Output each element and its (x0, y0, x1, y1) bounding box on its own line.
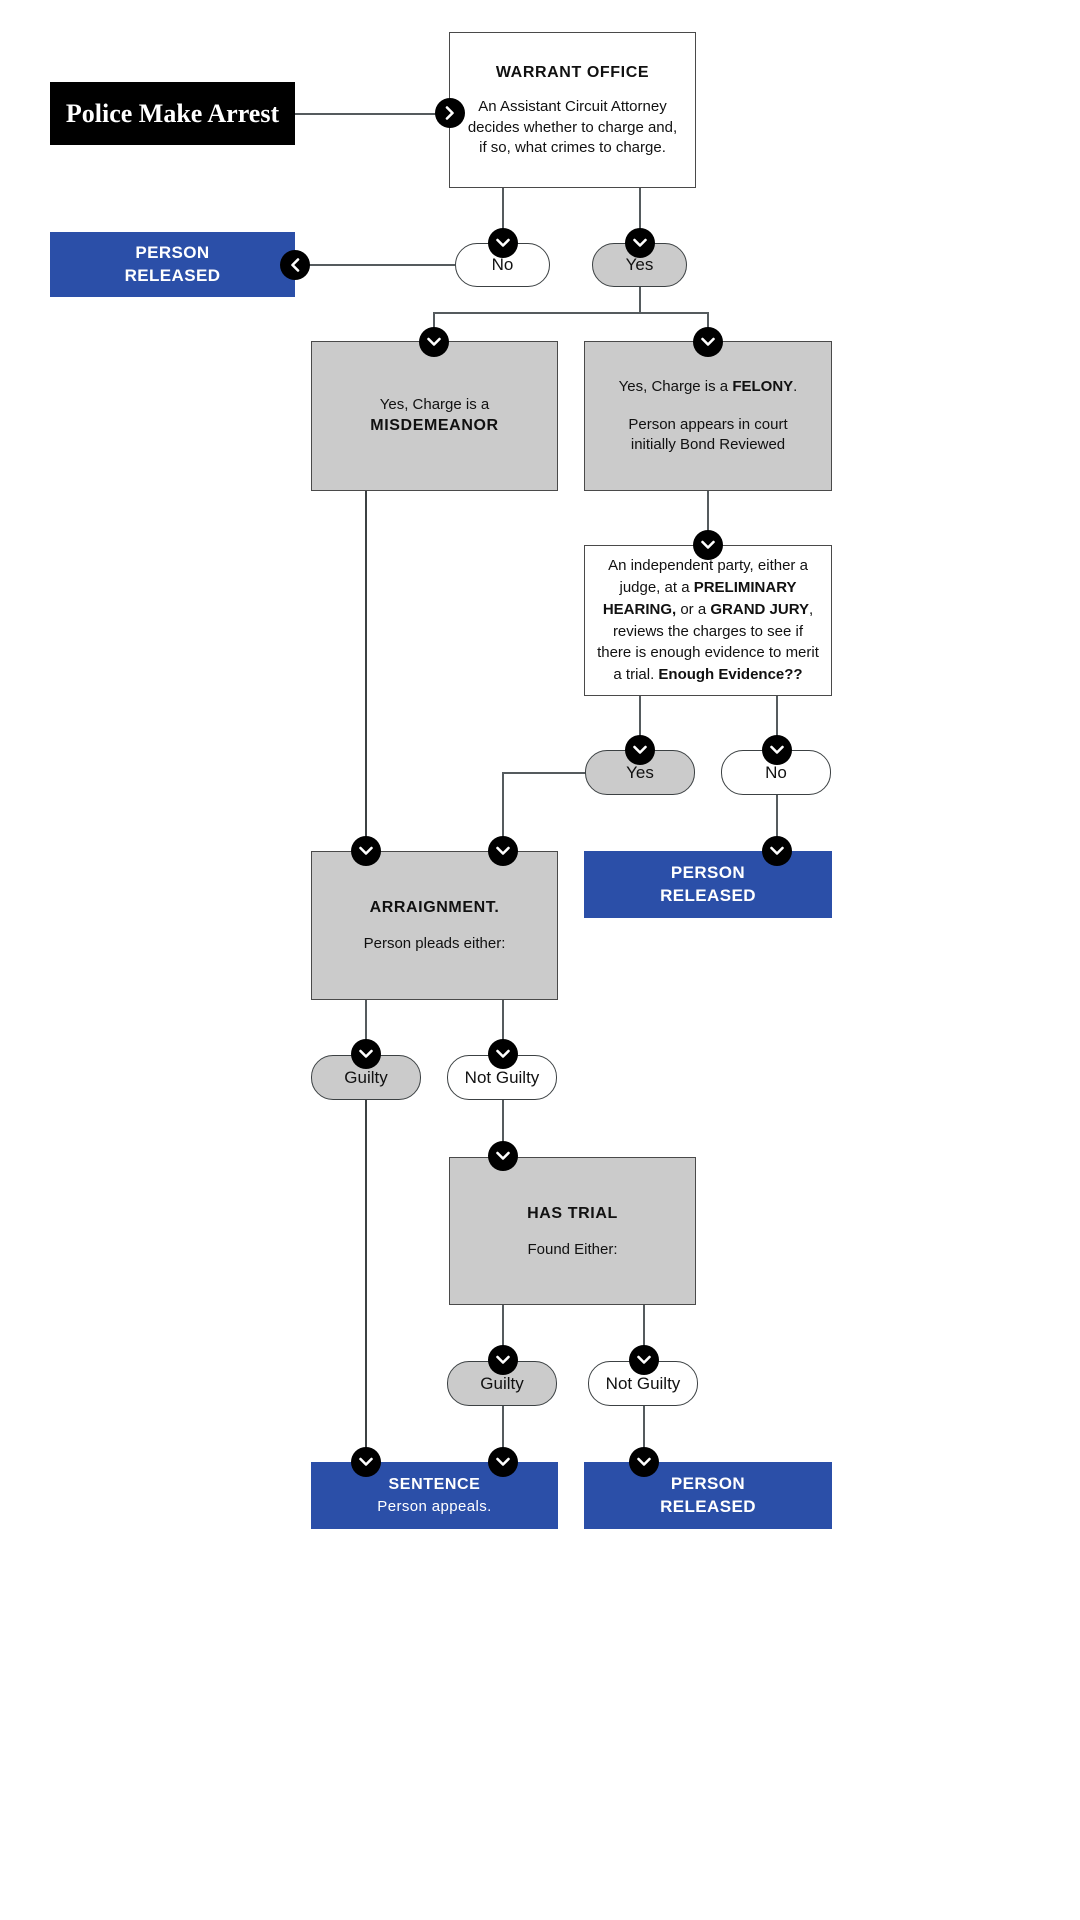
felony-line-2: Person appears in court (628, 415, 788, 433)
pill-charge-no-label: No (491, 255, 514, 274)
pill-evidence-yes-label: Yes (626, 762, 654, 782)
chevron-down-icon-plea-not-guilty (488, 1039, 518, 1069)
chevron-down-icon-misdemeanor (419, 327, 449, 357)
arraignment-body: Person pleads either: (363, 935, 506, 952)
felony-line-3: initially Bond Reviewed (630, 436, 786, 454)
node-person-released-1[interactable]: PERSON RELEASED (50, 232, 295, 297)
connector-arraignment-to-not-guilty (502, 1000, 504, 1055)
warrant-office-line-1: An Assistant Circuit Attorney (478, 98, 667, 116)
connector-review-to-yes (639, 696, 641, 750)
chevron-down-icon-felony (693, 327, 723, 357)
has-trial-title: HAS TRIAL (527, 1204, 618, 1222)
chevron-right-icon (435, 98, 465, 128)
released-2-line-1: PERSON (670, 862, 746, 882)
police-arrest-label: Police Make Arrest (65, 98, 280, 128)
connector-arrest-to-warrant (295, 113, 455, 115)
connector-trial-to-guilty (502, 1305, 504, 1361)
chevron-down-icon-verdict-guilty (488, 1345, 518, 1375)
node-person-released-3[interactable]: PERSON RELEASED (584, 1462, 832, 1529)
felony-line-1-post: . (793, 377, 798, 395)
chevron-down-icon-sentence-right (488, 1447, 518, 1477)
misdemeanor-line-2: MISDEMEANOR (370, 417, 499, 435)
node-has-trial[interactable]: HAS TRIAL Found Either: (449, 1157, 696, 1305)
pill-evidence-yes[interactable]: Yes (585, 750, 695, 795)
review-text-6-pre: merit a trial. (613, 644, 819, 683)
node-evidence-review[interactable]: An independent party, either a judge, at… (584, 545, 832, 696)
connector-charge-split (433, 312, 708, 314)
pill-charge-yes-label: Yes (625, 255, 654, 274)
evidence-review-text: An independent party, either a judge, at… (597, 555, 819, 686)
chevron-down-icon-evidence-no (762, 735, 792, 765)
node-arraignment[interactable]: ARRAIGNMENT. Person pleads either: (311, 851, 558, 1000)
chevron-down-icon-released-3 (629, 1447, 659, 1477)
review-text-3-bold: HEARING, (602, 600, 677, 618)
review-text-4-bold: JURY (769, 600, 809, 618)
connector-misdemeanor-to-arraignment (365, 491, 367, 851)
review-text-6-bold: Enough Evidence?? (658, 666, 803, 683)
arraignment-title: ARRAIGNMENT. (369, 899, 500, 916)
review-text-4-post: , reviews the charges to see (612, 600, 814, 640)
review-text-5: if there is enough evidence to (597, 622, 804, 662)
chevron-left-icon (280, 250, 310, 280)
chevron-down-icon-has-trial (488, 1141, 518, 1171)
node-felony[interactable]: Yes, Charge is a FELONY. Person appears … (584, 341, 832, 491)
chevron-down-icon-released-2 (762, 836, 792, 866)
review-text-2-bold: PRELIMINARY (693, 579, 797, 596)
chevron-down-icon-arraignment-right (488, 836, 518, 866)
felony-line-1: Yes, Charge is a FELONY. (619, 377, 798, 397)
sentence-title: SENTENCE (388, 1475, 481, 1493)
connector-review-to-no (776, 696, 778, 750)
released-3-line-1: PERSON (670, 1473, 746, 1493)
connector-yes-to-arraignment-h (502, 772, 640, 774)
chevron-down-icon-yes (625, 228, 655, 258)
connector-trial-to-not-guilty (643, 1305, 645, 1361)
connector-guilty-to-sentence (365, 1100, 367, 1453)
node-person-released-2[interactable]: PERSON RELEASED (584, 851, 832, 918)
connector-warrant-to-no (502, 188, 504, 243)
connector-no-to-released (295, 264, 455, 266)
chevron-down-icon-evidence-yes (625, 735, 655, 765)
sentence-body: Person appeals. (377, 1498, 492, 1516)
connector-not-guilty-to-trial (502, 1100, 504, 1157)
review-text-3-mid: or a (676, 600, 711, 618)
chevron-down-icon-sentence-left (351, 1447, 381, 1477)
released-3-line-2: RELEASED (660, 1496, 756, 1516)
warrant-office-line-2: decides whether to charge and, (467, 118, 678, 136)
connector-arraignment-to-guilty (365, 1000, 367, 1055)
connector-not-guilty-to-released (643, 1406, 645, 1462)
node-sentence[interactable]: SENTENCE Person appeals. (311, 1462, 558, 1529)
released-1-line-1: PERSON (135, 242, 210, 262)
chevron-down-icon-no (488, 228, 518, 258)
review-text-1: An independent party, either a (608, 557, 808, 575)
pill-plea-not-guilty-label: Not Guilty (464, 1067, 540, 1087)
released-1-line-2: RELEASED (124, 265, 221, 285)
chevron-down-icon-plea-guilty (351, 1039, 381, 1069)
felony-line-1-bold: FELONY (732, 377, 794, 395)
pill-verdict-not-guilty[interactable]: Not Guilty (588, 1361, 698, 1406)
review-text-3-bold-2: GRAND (710, 600, 766, 618)
misdemeanor-line-1: Yes, Charge is a (379, 396, 490, 414)
node-warrant-office[interactable]: WARRANT OFFICE An Assistant Circuit Atto… (449, 32, 696, 188)
connector-guilty-to-sentence-2 (502, 1406, 504, 1462)
pill-evidence-no-label: No (765, 762, 787, 782)
has-trial-body: Found Either: (527, 1240, 618, 1258)
chevron-down-icon-review (693, 530, 723, 560)
warrant-office-line-3: if so, what crimes to charge. (479, 138, 666, 156)
chevron-down-icon-verdict-not-guilty (629, 1345, 659, 1375)
node-misdemeanor[interactable]: Yes, Charge is a MISDEMEANOR (311, 341, 558, 491)
node-police-make-arrest[interactable]: Police Make Arrest (50, 82, 295, 145)
pill-verdict-guilty-label: Guilty (480, 1373, 524, 1393)
connector-yes-to-arraignment-v (502, 772, 504, 851)
released-2-line-2: RELEASED (660, 885, 756, 905)
warrant-office-title: WARRANT OFFICE (495, 63, 650, 81)
connector-yes-stem (639, 287, 641, 313)
connector-felony-to-review (707, 491, 709, 546)
review-text-2-pre: judge, at a (619, 579, 694, 596)
pill-plea-guilty-label: Guilty (344, 1067, 388, 1087)
connector-warrant-to-yes (639, 188, 641, 243)
connector-no-to-released-2 (776, 795, 778, 851)
felony-line-1-pre: Yes, Charge is a (618, 377, 733, 395)
pill-verdict-not-guilty-label: Not Guilty (605, 1373, 681, 1393)
chevron-down-icon-arraignment-left (351, 836, 381, 866)
